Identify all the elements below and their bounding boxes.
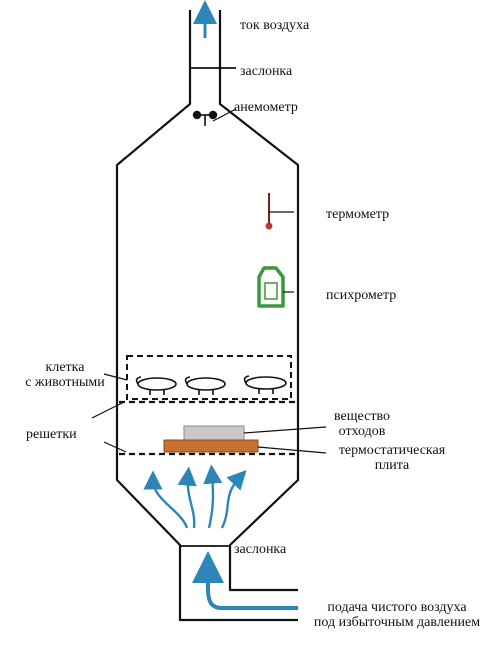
- cage-label: клетка с животными: [20, 360, 110, 390]
- animals: [135, 375, 287, 395]
- hot-plate: [163, 439, 259, 453]
- air-supply-label: подача чистого воздуха под избыточным да…: [304, 600, 490, 630]
- hot-plate-label: термостатическая плита: [322, 443, 462, 473]
- rising-air-arrows: [143, 464, 247, 529]
- waste-label: вещество отходов: [322, 409, 402, 439]
- waste-label-line2: отходов: [338, 424, 386, 439]
- animal-2: [184, 376, 226, 395]
- leader-lines: [91, 108, 327, 454]
- animal-3: [243, 375, 287, 394]
- top-damper-label: заслонка: [240, 64, 293, 79]
- anemometer-icon: [192, 110, 218, 126]
- thermometer-label: термометр: [326, 207, 390, 222]
- grates-label: решетки: [26, 427, 77, 442]
- chamber-outline: [115, 10, 300, 622]
- animal-cage: [126, 355, 292, 400]
- anemometer-label: анемометр: [234, 100, 298, 115]
- hot-plate-label-line1: термостатическая: [338, 443, 446, 458]
- animal-1: [135, 376, 177, 395]
- psychrometer-icon: [257, 266, 285, 308]
- thermometer-icon: [265, 193, 273, 230]
- waste-label-line1: вещество: [334, 409, 390, 424]
- waste-block: [183, 425, 245, 441]
- air-in-arrow: [192, 551, 298, 610]
- air-supply-label-line2: под избыточным давлением: [313, 615, 481, 630]
- air-flow-label: ток воздуха: [240, 18, 310, 33]
- psychrometer-label: психрометр: [326, 288, 397, 303]
- hot-plate-label-line2: плита: [374, 458, 410, 473]
- bottom-damper-label: заслонка: [234, 542, 287, 557]
- air-supply-label-line1: подача чистого воздуха: [327, 600, 467, 615]
- cage-label-line1: клетка: [45, 360, 85, 375]
- cage-label-line2: с животными: [25, 375, 105, 390]
